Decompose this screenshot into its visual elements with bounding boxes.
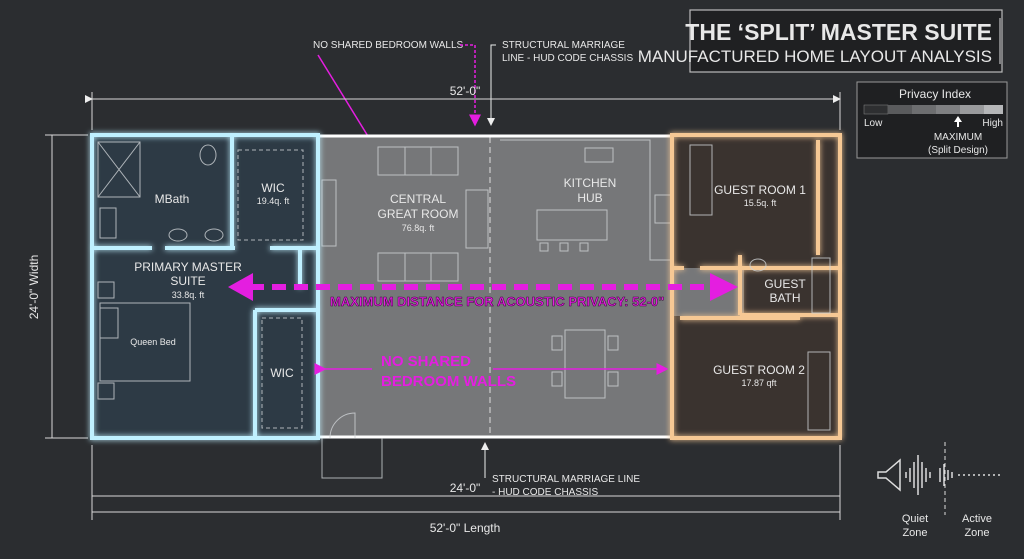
- privacy-marker-label: MAXIMUM: [934, 132, 982, 143]
- guest-bath-name-2: BATH: [769, 291, 800, 305]
- mbath-name: MBath: [155, 192, 190, 206]
- great-room-area: 76.8q. ft: [402, 223, 435, 233]
- acoustic-privacy-label: MAXIMUM DISTANCE FOR ACOUSTIC PRIVACY: 5…: [330, 294, 664, 309]
- guest2-area: 17.87 qft: [741, 378, 777, 388]
- callout-no-shared-top: NO SHARED BEDROOM WALLS: [313, 40, 464, 51]
- kitchen-name-1: KITCHEN: [564, 176, 617, 190]
- dimension-left: 24'-0" Width: [27, 255, 41, 320]
- speaker-icon: [877, 458, 901, 492]
- master-name-1: PRIMARY MASTER: [134, 260, 242, 274]
- acoustic-distance-arrow: [228, 273, 738, 301]
- callout-marriage-top-2: LINE - HUD CODE CHASSIS: [502, 53, 633, 64]
- dimension-bottom: 52'-0" Length: [430, 521, 501, 535]
- wic2-name: WIC: [270, 366, 294, 380]
- master-name-2: SUITE: [170, 274, 205, 288]
- wic1-name: WIC: [261, 181, 285, 195]
- privacy-marker-arrow-icon: [954, 116, 962, 127]
- no-shared-label-2: BEDROOM WALLS: [381, 373, 516, 390]
- guest1-name: GUEST ROOM 1: [714, 183, 806, 197]
- privacy-high-label: High: [982, 118, 1003, 129]
- great-room-name-1: CENTRAL: [390, 192, 446, 206]
- kitchen-name-2: HUB: [577, 191, 602, 205]
- sound-zone-legend: Quiet Zone Active Zone: [877, 442, 1002, 539]
- quiet-zone-label-2: Zone: [902, 527, 927, 539]
- privacy-index-legend: Privacy Index Low High MAXIMUM (Split De…: [856, 81, 1008, 159]
- active-zone-label-1: Active: [962, 513, 992, 525]
- master-area: 33.8q. ft: [172, 290, 205, 300]
- privacy-index-title: Privacy Index: [899, 87, 971, 101]
- furniture: [321, 139, 676, 479]
- privacy-marker-note: (Split Design): [928, 145, 988, 156]
- subtitle: MANUFACTURED HOME LAYOUT ANALYSIS: [638, 47, 992, 66]
- guest2-name: GUEST ROOM 2: [713, 363, 805, 377]
- quiet-zone-label-1: Quiet: [902, 513, 928, 525]
- sound-wave-icon: [905, 455, 1002, 495]
- active-zone-label-2: Zone: [964, 527, 989, 539]
- callout-marriage-bottom-2: - HUD CODE CHASSIS: [492, 487, 598, 498]
- guest1-area: 15.5q. ft: [744, 198, 777, 208]
- dimension-bottom-half: 24'-0": [450, 481, 481, 495]
- great-room-name-2: GREAT ROOM: [378, 207, 459, 221]
- privacy-low-label: Low: [864, 118, 883, 129]
- callout-marriage-bottom-1: STRUCTURAL MARRIAGE LINE: [492, 474, 640, 485]
- title-box: THE ‘SPLIT’ MASTER SUITE MANUFACTURED HO…: [638, 9, 1003, 73]
- guest-bath-name-1: GUEST: [764, 277, 806, 291]
- no-shared-label-1: NO SHARED: [381, 353, 471, 370]
- callout-marriage-top-1: STRUCTURAL MARRIAGE: [502, 40, 625, 51]
- wic1-area: 19.4q. ft: [257, 196, 290, 206]
- title: THE ‘SPLIT’ MASTER SUITE: [685, 19, 992, 45]
- dimension-top: 52'-0": [450, 84, 481, 98]
- bed-label: Queen Bed: [130, 337, 176, 347]
